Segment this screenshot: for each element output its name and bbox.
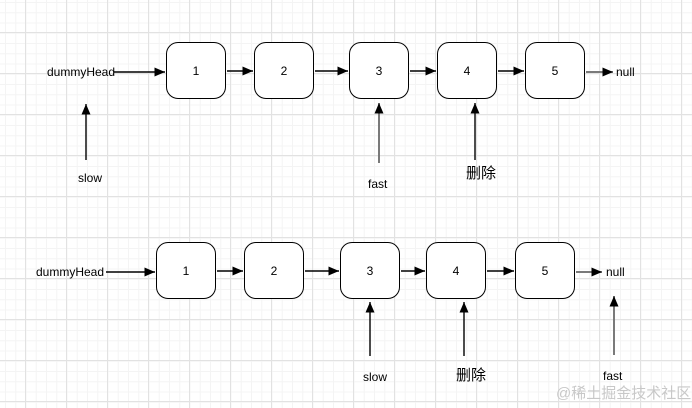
- top-list-node-4: 4: [437, 42, 497, 99]
- top-list-node-5: 5: [525, 42, 585, 99]
- top-dummyhead-label: dummyHead: [47, 65, 116, 79]
- top-null-label: null: [616, 65, 635, 79]
- bottom-list-node-1: 1: [156, 242, 216, 299]
- bottom-delete-pointer-label: 删除: [456, 367, 487, 384]
- bottom-node-3-value: 3: [366, 263, 374, 278]
- watermark-text: @稀土掘金技术社区: [556, 385, 692, 402]
- bottom-node-5-value: 5: [541, 263, 549, 278]
- top-node-4-value: 4: [463, 63, 471, 78]
- top-fast-pointer-label: fast: [368, 177, 388, 191]
- bottom-node-1-value: 1: [182, 263, 190, 278]
- bottom-slow-pointer-label: slow: [363, 370, 388, 384]
- bottom-list-node-3: 3: [340, 242, 400, 299]
- top-list-node-3: 3: [349, 42, 409, 99]
- bottom-node-2-value: 2: [270, 263, 278, 278]
- bottom-dummyhead-label: dummyHead: [36, 265, 105, 279]
- top-delete-pointer-label: 删除: [466, 165, 497, 182]
- bottom-list-node-2: 2: [244, 242, 304, 299]
- top-node-1-value: 1: [192, 63, 200, 78]
- top-list-node-2: 2: [254, 42, 314, 99]
- top-node-5-value: 5: [551, 63, 559, 78]
- bottom-null-label: null: [606, 265, 625, 279]
- bottom-fast-pointer-label: fast: [603, 369, 623, 383]
- top-list-node-1: 1: [166, 42, 226, 99]
- bottom-list-node-4: 4: [426, 242, 486, 299]
- top-node-3-value: 3: [375, 63, 383, 78]
- bottom-list-node-5: 5: [515, 242, 575, 299]
- top-slow-pointer-label: slow: [78, 171, 103, 185]
- bottom-node-4-value: 4: [452, 263, 460, 278]
- top-node-2-value: 2: [280, 63, 288, 78]
